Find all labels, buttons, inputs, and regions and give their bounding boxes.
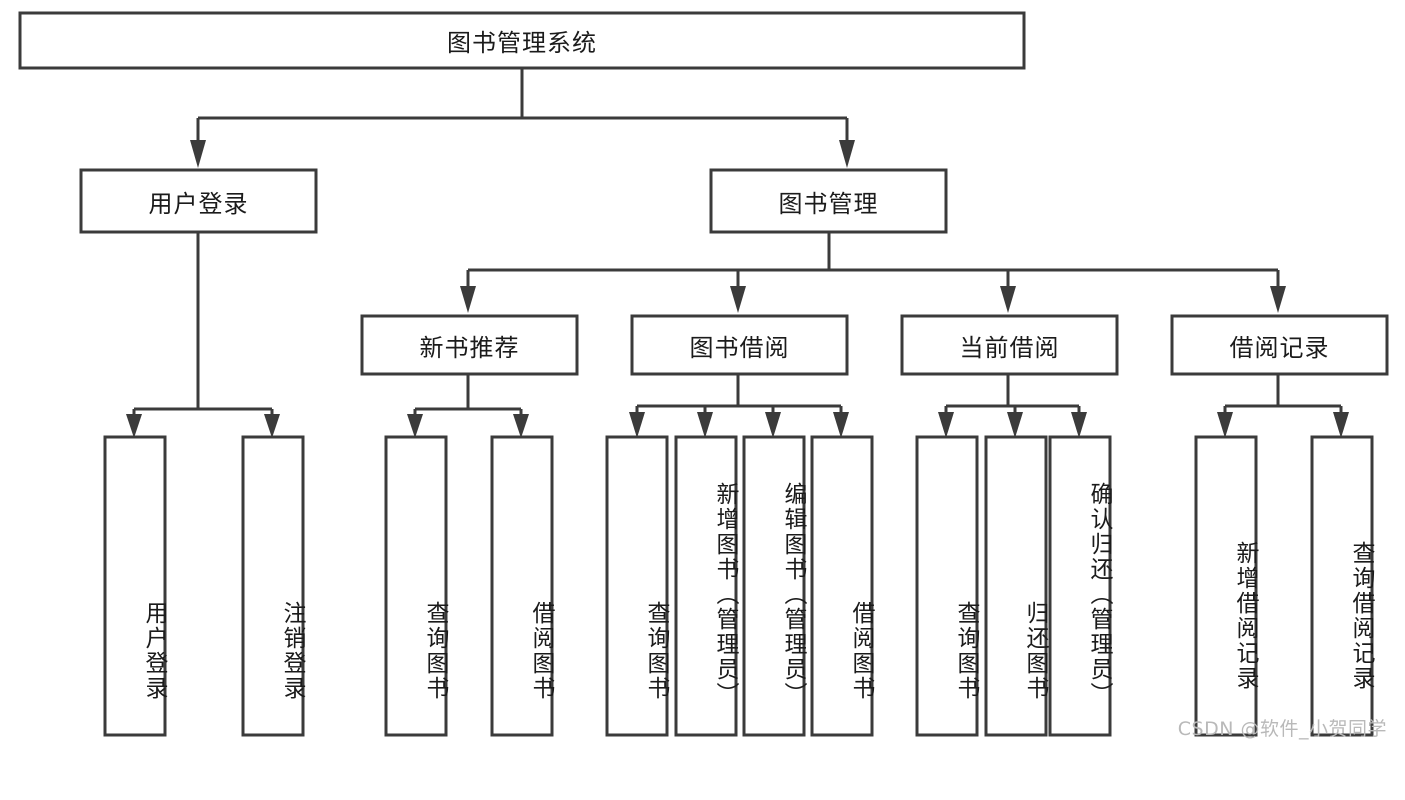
node-leaf-user-logout[interactable] xyxy=(241,435,305,737)
node-current-borrow[interactable] xyxy=(900,314,1119,376)
label-book-manage: 图书管理 xyxy=(778,189,879,218)
label-leaf-confirm-return: 确认归还（管理员） xyxy=(1086,481,1112,707)
label-leaf-return-book: 归还图书 xyxy=(1022,601,1048,701)
label-root: 图书管理系统 xyxy=(447,29,597,57)
node-user-login[interactable] xyxy=(79,168,318,234)
label-leaf-add-record: 新增借阅记录 xyxy=(1232,541,1258,691)
connector-bookmanage-to-level3 xyxy=(466,233,1280,290)
node-leaf-borrow-book-1[interactable] xyxy=(490,435,554,737)
node-leaf-query-book-3[interactable] xyxy=(915,435,979,737)
label-leaf-add-book: 新增图书（管理员） xyxy=(712,481,738,707)
label-leaf-user-login: 用户登录 xyxy=(141,601,167,701)
connector-root-to-level2 xyxy=(196,68,849,144)
node-leaf-return-book[interactable] xyxy=(984,435,1048,737)
connector-borrowrecord-to-leaves xyxy=(1223,375,1343,418)
label-leaf-query-book-1: 查询图书 xyxy=(422,601,448,701)
node-root[interactable] xyxy=(18,11,1026,70)
label-new-book-recommend: 新书推荐 xyxy=(419,333,520,362)
node-leaf-query-book-2[interactable] xyxy=(605,435,669,737)
label-current-borrow: 当前借阅 xyxy=(959,333,1060,362)
node-leaf-edit-book[interactable] xyxy=(742,435,806,737)
label-leaf-borrow-book-1: 借阅图书 xyxy=(528,601,554,701)
node-new-book-recommend[interactable] xyxy=(360,314,579,376)
label-leaf-query-book-3: 查询图书 xyxy=(953,601,979,701)
node-leaf-add-record[interactable] xyxy=(1194,435,1258,737)
arrowheads xyxy=(126,140,1349,438)
label-borrow-record: 借阅记录 xyxy=(1229,333,1330,362)
connector-userlogin-to-leaves xyxy=(132,233,274,418)
connector-bookborrow-to-leaves xyxy=(635,375,843,418)
label-book-borrow: 图书借阅 xyxy=(689,333,790,362)
connector-currentborrow-to-leaves xyxy=(944,375,1081,418)
node-leaf-user-login[interactable] xyxy=(103,435,167,737)
label-leaf-user-logout: 注销登录 xyxy=(279,601,305,701)
node-leaf-confirm-return[interactable] xyxy=(1048,435,1112,737)
label-leaf-borrow-book-2: 借阅图书 xyxy=(848,601,874,701)
label-leaf-query-record: 查询借阅记录 xyxy=(1348,541,1374,691)
node-book-borrow[interactable] xyxy=(630,314,849,376)
diagram-canvas: 图书管理系统 用户登录 图书管理 新书推荐 图书借阅 当前借阅 借阅记录 用户登… xyxy=(18,11,1389,740)
label-user-login: 用户登录 xyxy=(148,189,249,218)
node-borrow-record[interactable] xyxy=(1170,314,1389,376)
node-leaf-query-book-1[interactable] xyxy=(384,435,448,737)
node-leaf-borrow-book-2[interactable] xyxy=(810,435,874,737)
watermark-text: CSDN @软件_小贺同学 xyxy=(1177,718,1387,740)
node-leaf-add-book[interactable] xyxy=(674,435,738,737)
label-leaf-query-book-2: 查询图书 xyxy=(643,601,669,701)
label-leaf-edit-book: 编辑图书（管理员） xyxy=(780,481,806,707)
node-book-manage[interactable] xyxy=(709,168,948,234)
node-leaf-query-record[interactable] xyxy=(1310,435,1374,737)
hierarchy-svg xyxy=(18,11,1389,737)
connector-newbook-to-leaves xyxy=(413,375,523,418)
